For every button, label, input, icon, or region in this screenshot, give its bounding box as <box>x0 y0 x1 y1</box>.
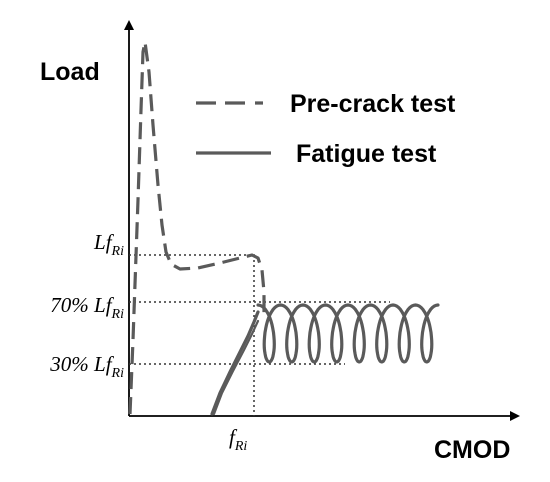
x-tick-fri: fRi <box>229 425 247 454</box>
y-tick-30: 30% LfRi <box>49 352 124 381</box>
legend-label-fatigue: Fatigue test <box>296 140 437 168</box>
legend: Pre-crack test Fatigue test <box>196 90 456 168</box>
y-tick-lfri: LfRi <box>93 230 124 259</box>
fatigue-cyclic-loops <box>256 303 440 364</box>
fatigue-loading-curve-2 <box>212 319 260 416</box>
legend-label-pre-crack: Pre-crack test <box>290 90 456 118</box>
x-axis-title: CMOD <box>434 436 510 464</box>
pre-crack-curve <box>128 40 266 415</box>
y-axis-title: Load <box>40 58 100 86</box>
fatigue-loading-curve <box>210 310 260 416</box>
y-tick-70: 70% LfRi <box>50 293 124 322</box>
